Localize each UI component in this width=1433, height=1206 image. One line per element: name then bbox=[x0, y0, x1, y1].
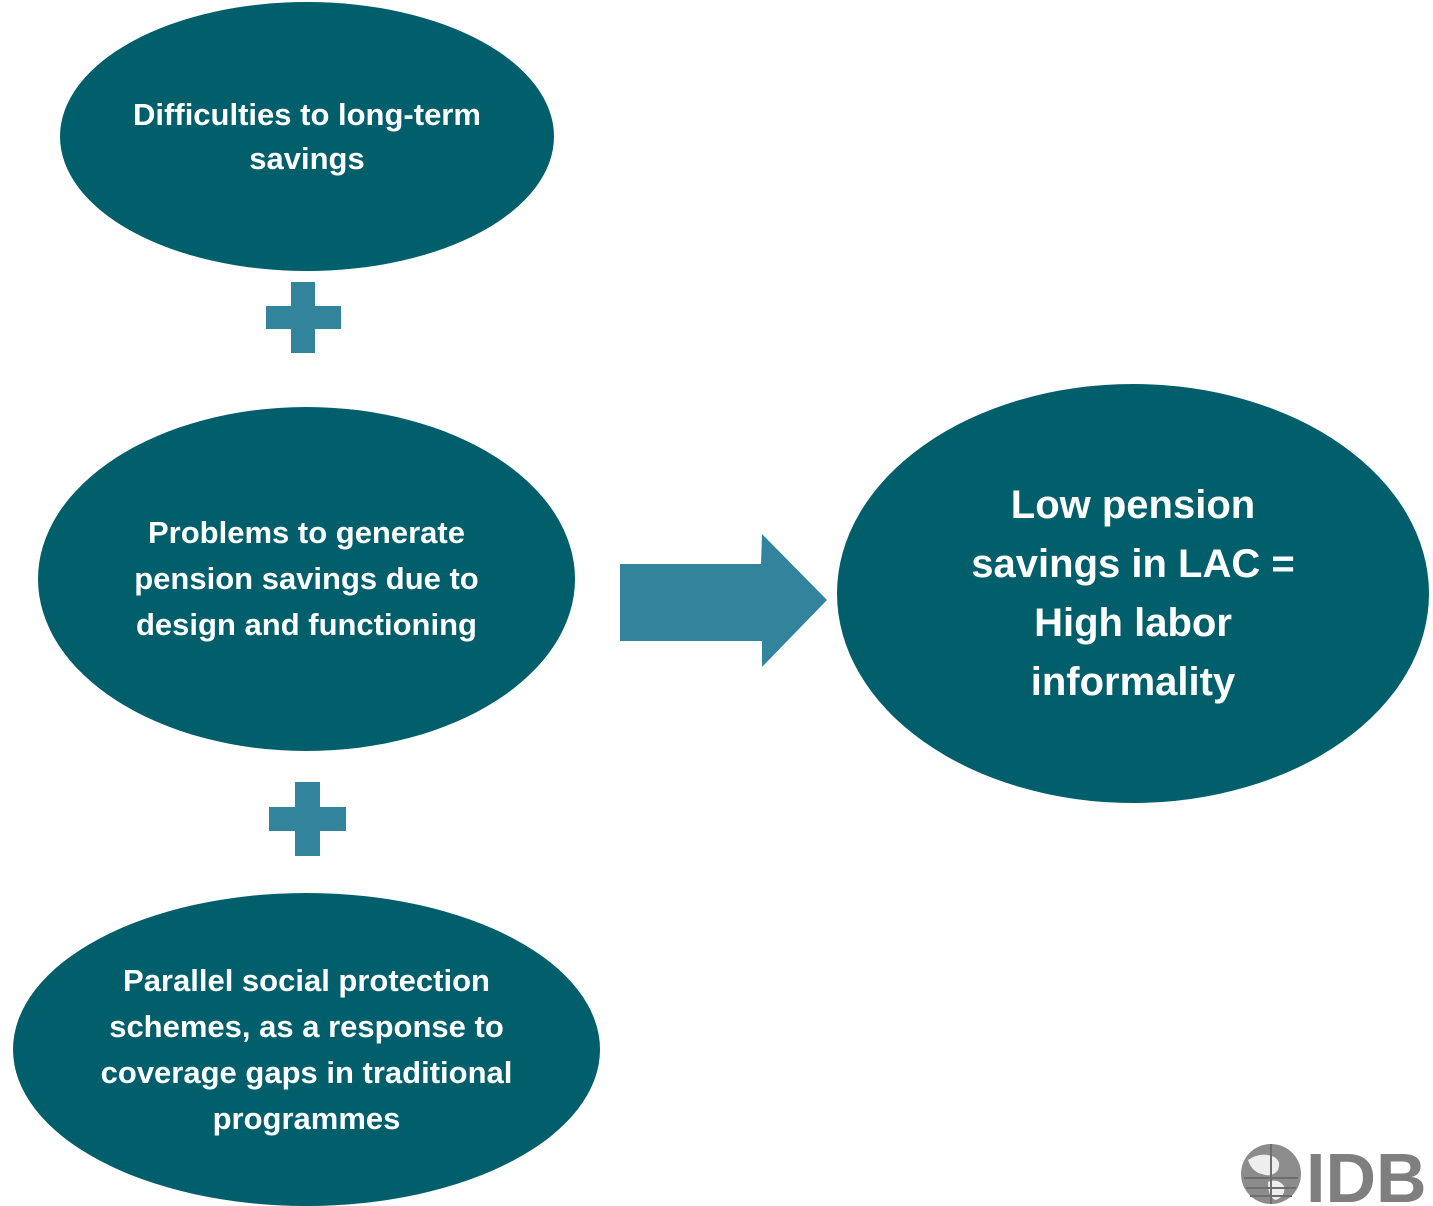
node-label: Low pension savings in LAC = High labor … bbox=[971, 482, 1295, 704]
node-label: Parallel social protection schemes, as a… bbox=[100, 962, 513, 1136]
node-parallel-social-protection: Parallel social protection schemes, as a… bbox=[13, 893, 600, 1206]
plus-icon bbox=[266, 282, 341, 353]
plus-icon bbox=[269, 782, 346, 856]
globe-icon bbox=[1241, 1144, 1301, 1204]
node-label: Difficulties to long-term savings bbox=[133, 96, 481, 176]
node-result-low-pension-savings: Low pension savings in LAC = High labor … bbox=[837, 384, 1429, 803]
right-arrow-icon bbox=[620, 534, 827, 667]
logo-text: IDB bbox=[1306, 1139, 1427, 1206]
node-difficulties-long-term-savings: Difficulties to long-term savings bbox=[60, 2, 554, 271]
idb-logo: IDB bbox=[1241, 1139, 1427, 1206]
node-label: Problems to generate pension savings due… bbox=[134, 515, 479, 642]
node-problems-pension-savings: Problems to generate pension savings due… bbox=[38, 407, 575, 751]
